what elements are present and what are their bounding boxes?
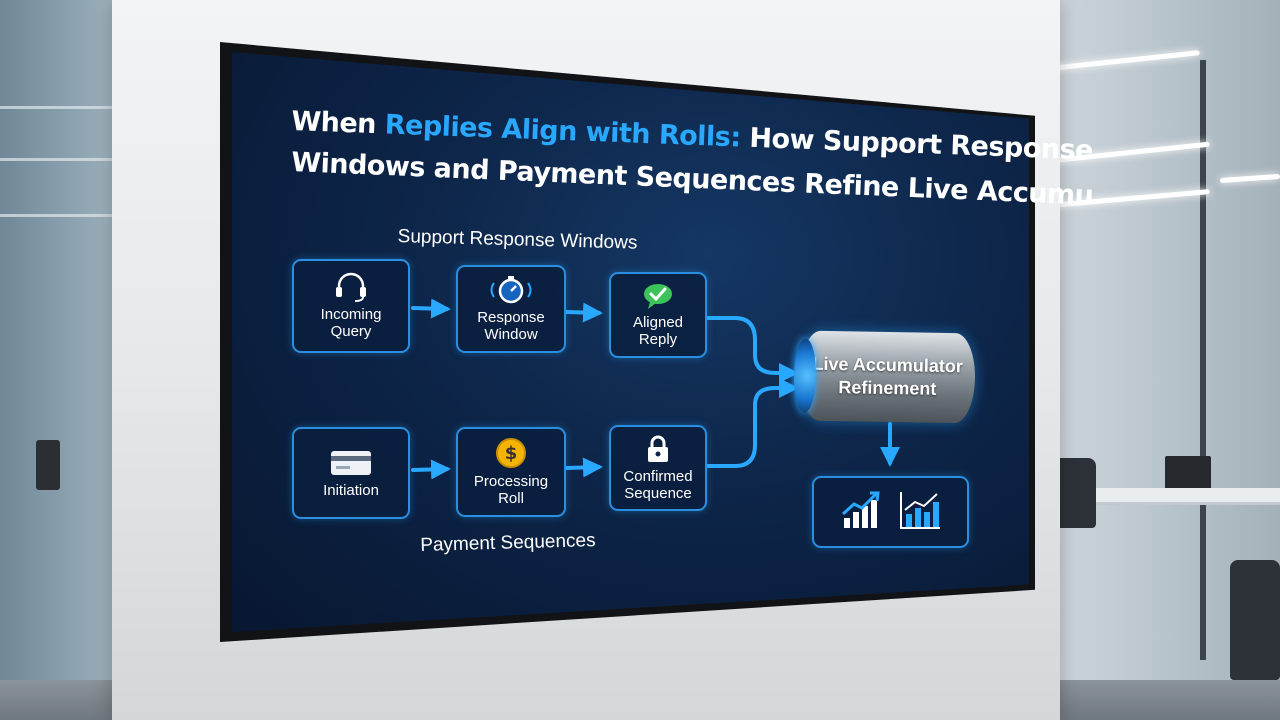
node-label: Confirmed Sequence [623, 468, 693, 502]
node-label: Aligned Reply [632, 314, 684, 348]
office-monitor [1165, 456, 1211, 490]
node-label: Incoming Query [320, 306, 382, 340]
glass-reflection [0, 158, 150, 161]
node-response-window: Response Window [456, 265, 566, 353]
title-text: When [290, 106, 386, 141]
check-chat-icon [641, 282, 675, 310]
node-label: Initiation [323, 481, 379, 499]
node-confirmed-sequence: Confirmed Sequence [609, 425, 707, 511]
office-chair [1230, 560, 1280, 680]
node-initiation: Initiation [292, 427, 410, 519]
cylinder-cap [793, 338, 817, 413]
growth-chart-icon [840, 490, 882, 535]
results-box [812, 476, 969, 548]
credit-card-icon [329, 448, 373, 478]
dollar-coin-icon: $ [495, 437, 527, 469]
svg-text:$: $ [505, 443, 518, 464]
ceiling-light [1219, 173, 1280, 184]
headset-icon [334, 272, 368, 302]
glass-frame [1200, 60, 1206, 660]
glass-reflection [0, 106, 150, 109]
accumulator-label: Live Accumulator Refinement [812, 353, 964, 399]
node-incoming-query: Incoming Query [292, 259, 410, 353]
door-handle [36, 440, 60, 490]
ceiling-light [1050, 50, 1200, 71]
node-aligned-reply: Aligned Reply [609, 272, 707, 358]
node-processing-roll: $ Processing Roll [456, 427, 566, 517]
office-background-right [1040, 0, 1280, 720]
node-label: Processing Roll [473, 473, 549, 507]
glass-reflection [0, 214, 150, 217]
node-label: Response Window [477, 309, 545, 343]
live-accumulator-cylinder: Live Accumulator Refinement [793, 330, 976, 424]
office-desk [1050, 488, 1280, 502]
stopwatch-icon [486, 275, 536, 305]
bar-chart-icon [898, 490, 942, 535]
padlock-icon [645, 434, 671, 464]
